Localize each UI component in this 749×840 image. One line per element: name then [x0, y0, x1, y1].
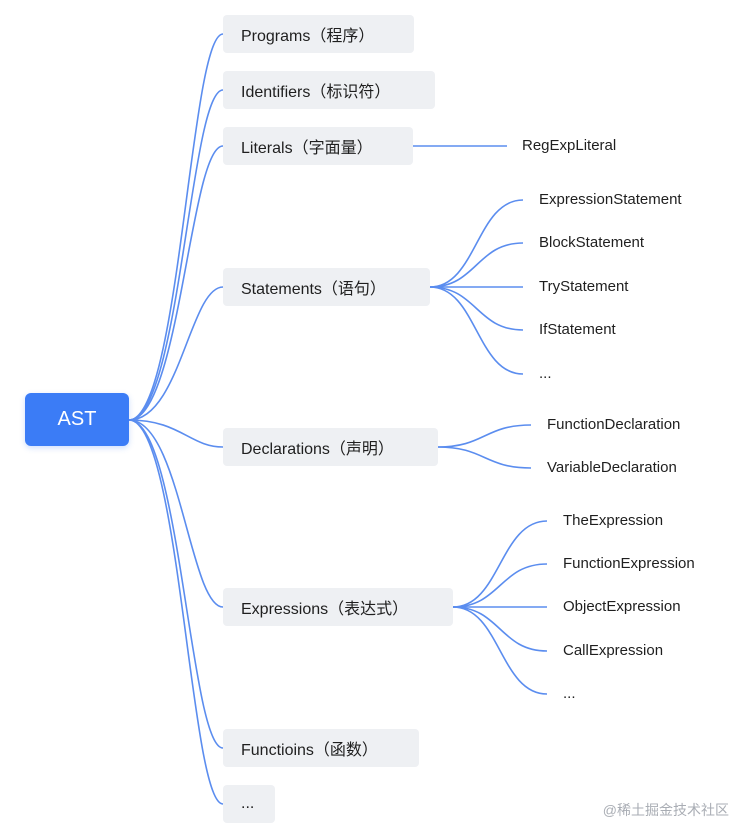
branch-node-literals[interactable]: Literals（字面量） — [223, 127, 413, 165]
leaf-node-blockstatement[interactable]: BlockStatement — [539, 234, 645, 251]
branch-node-label: Expressions（表达式） — [241, 601, 409, 618]
expressions-connector-1 — [452, 563, 548, 608]
declarations-connector-0 — [437, 424, 532, 448]
branch-node-label: Statements（语句） — [241, 281, 386, 298]
leaf-node-variabledeclaration[interactable]: VariableDeclaration — [547, 459, 677, 476]
root-connector-3 — [128, 286, 224, 421]
root-connector-7 — [128, 419, 224, 805]
leaf-node-objectexpression[interactable]: ObjectExpression — [563, 598, 681, 615]
leaf-node-trystatement[interactable]: TryStatement — [539, 278, 629, 295]
root-node-label: AST — [57, 408, 97, 430]
statements-connector-4 — [429, 286, 524, 375]
branch-node-functions[interactable]: Functioins（函数） — [223, 729, 419, 767]
leaf-node-expressionstatement[interactable]: ExpressionStatement — [539, 191, 682, 208]
branch-node-programs[interactable]: Programs（程序） — [223, 15, 414, 53]
leaf-node-regexpliteral[interactable]: RegExpLiteral — [522, 137, 617, 154]
root-connector-6 — [128, 419, 224, 749]
branch-node-label: Identifiers（标识符） — [241, 84, 391, 101]
branch-node-label: Literals（字面量） — [241, 140, 373, 157]
root-connector-5 — [128, 419, 224, 608]
statements-connector-3 — [429, 286, 524, 331]
branch-node-expressions[interactable]: Expressions（表达式） — [223, 588, 453, 626]
root-connector-2 — [128, 145, 224, 421]
branch-node-label: Declarations（声明） — [241, 441, 394, 458]
leaf-node-callexpression[interactable]: CallExpression — [563, 642, 664, 659]
leaf-node-functiondeclaration[interactable]: FunctionDeclaration — [547, 416, 681, 433]
declarations-connector-1 — [437, 446, 532, 469]
branch-node-statements[interactable]: Statements（语句） — [223, 268, 430, 306]
branch-node-more[interactable]: ... — [223, 785, 275, 823]
root-connector-0 — [128, 33, 224, 421]
root-connector-1 — [128, 89, 224, 421]
branch-node-label: Functioins（函数） — [241, 742, 378, 759]
root-connector-4 — [128, 419, 224, 448]
expressions-connector-0 — [452, 520, 548, 608]
expressions-connector-4 — [452, 606, 548, 695]
expressions-connector-3 — [452, 606, 548, 652]
leaf-node-functionexpression[interactable]: FunctionExpression — [563, 555, 695, 572]
watermark: @稀土掘金技术社区 — [602, 802, 729, 818]
leaf-node-expressions-more[interactable]: ... — [563, 685, 576, 702]
statements-connector-1 — [429, 242, 524, 288]
branch-node-identifiers[interactable]: Identifiers（标识符） — [223, 71, 435, 109]
statements-connector-0 — [429, 199, 524, 288]
leaf-node-theexpression[interactable]: TheExpression — [563, 512, 664, 529]
root-node-ast[interactable]: AST — [25, 393, 129, 446]
branch-node-label: ... — [241, 795, 255, 812]
branch-node-declarations[interactable]: Declarations（声明） — [223, 428, 438, 466]
branch-node-label: Programs（程序） — [241, 28, 375, 45]
leaf-node-statements-more[interactable]: ... — [539, 365, 552, 382]
leaf-node-ifstatement[interactable]: IfStatement — [539, 321, 616, 338]
